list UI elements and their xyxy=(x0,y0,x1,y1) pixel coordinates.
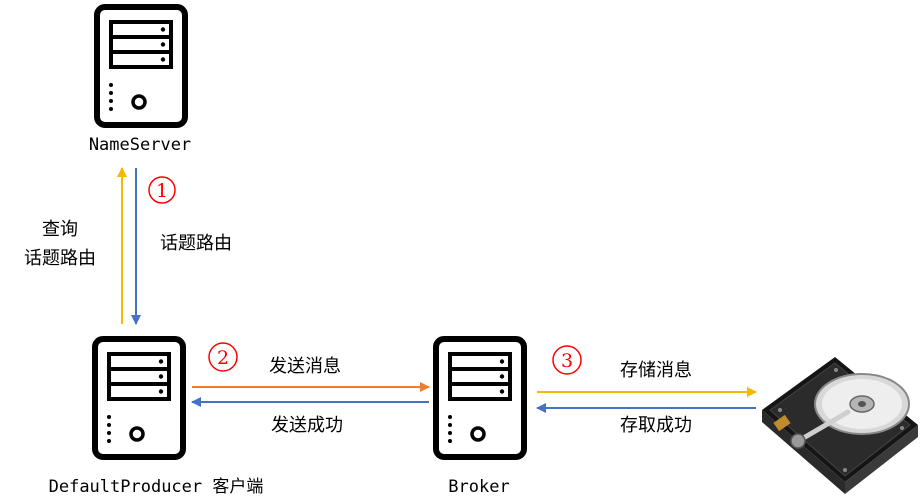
producer-server-icon xyxy=(95,339,183,457)
nameserver-node: NameServer xyxy=(89,7,191,155)
store-success-label: 存取成功 xyxy=(620,415,692,436)
query-route-label-line2: 话题路由 xyxy=(24,248,96,269)
broker-node: Broker xyxy=(436,339,524,497)
send-message-label: 发送消息 xyxy=(269,356,341,377)
send-success-label: 发送成功 xyxy=(271,415,343,436)
hard-disk-drive-icon xyxy=(762,357,918,494)
store-message-label: 存储消息 xyxy=(620,360,692,381)
producer-node: DefaultProducer 客户端 xyxy=(49,339,264,497)
step-number: 2 xyxy=(217,347,229,369)
broker-server-icon xyxy=(436,339,524,457)
producer-label: DefaultProducer 客户端 xyxy=(49,477,264,497)
broker-label: Broker xyxy=(448,477,509,497)
step-marker-2: 2 xyxy=(208,342,238,372)
nameserver-label: NameServer xyxy=(89,135,191,155)
step-number: 3 xyxy=(561,350,573,372)
return-route-label: 话题路由 xyxy=(160,233,232,254)
step-marker-1: 1 xyxy=(148,176,176,204)
query-route-label-line1: 查询 xyxy=(42,219,78,240)
step-number: 1 xyxy=(156,180,168,202)
nameserver-server-icon xyxy=(97,7,185,125)
step-marker-3: 3 xyxy=(552,345,582,375)
